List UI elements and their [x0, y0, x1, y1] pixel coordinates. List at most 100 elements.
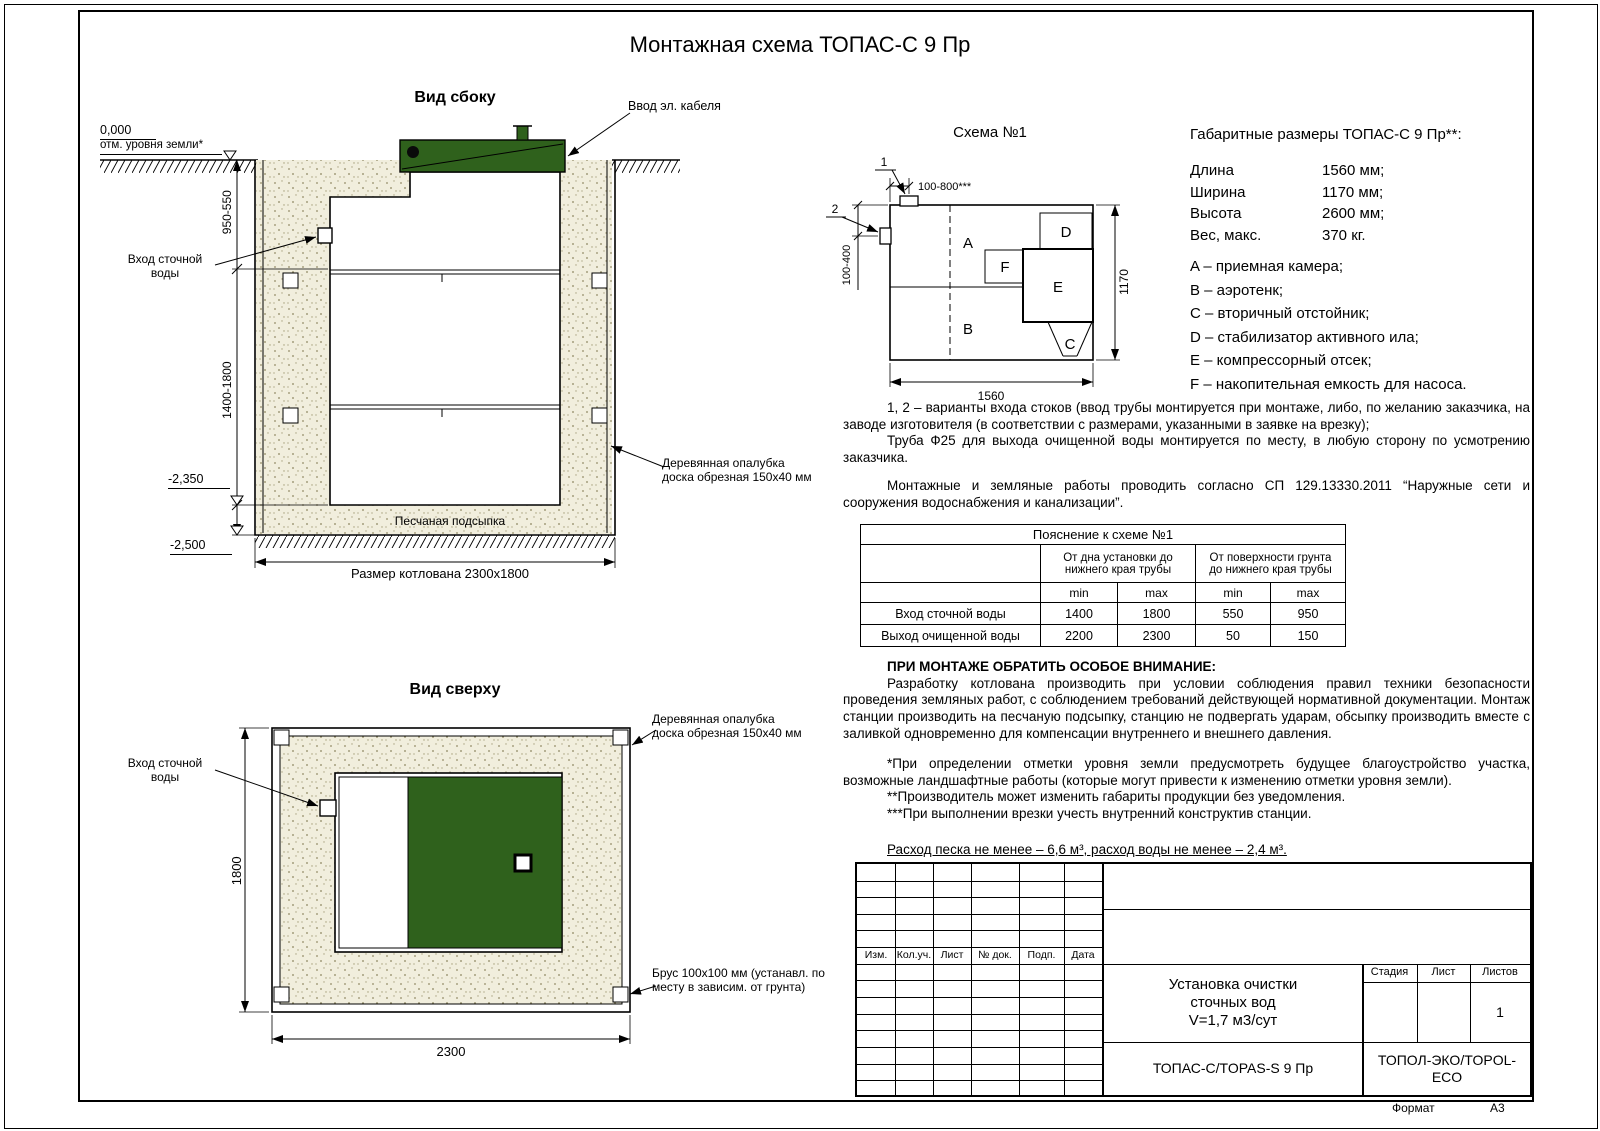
sheet-outer-border — [4, 4, 1598, 1129]
attention-body: Разработку котлована производить при усл… — [843, 675, 1530, 741]
tb-project-title: Установка очистки сточных вод V=1,7 м3/с… — [1104, 964, 1362, 1042]
col-group-from-surface: От поверхности грунта до нижнего края тр… — [1195, 544, 1346, 583]
side-formwork-label: Деревянная опалубка доска обрезная 150х4… — [662, 456, 812, 485]
row-label: Выход очищенной воды — [860, 624, 1041, 647]
dim-label: Ширина — [1190, 183, 1246, 201]
table-row: Вход сточной воды 1400 1800 550 950 — [860, 602, 1346, 625]
scheme-title: Схема №1 — [953, 124, 1027, 141]
top-view-title: Вид сверху — [409, 681, 501, 698]
page-title: Монтажная схема ТОПАС-С 9 Пр — [629, 32, 971, 57]
attention-block: ПРИ МОНТАЖЕ ОБРАТИТЬ ОСОБОЕ ВНИМАНИЕ: Ра… — [843, 659, 1530, 743]
cell: 2200 — [1040, 624, 1118, 647]
dim-2300: 2300 — [436, 1044, 466, 1059]
dim-value: 1170 мм; — [1322, 183, 1384, 201]
scheme-body — [879, 195, 1094, 361]
table-corner-cell — [860, 544, 1041, 583]
level-2500-label: -2,500 — [170, 538, 232, 555]
table-row: Выход очищенной воды 2200 2300 50 150 — [860, 624, 1346, 647]
compartment-d: D — [1061, 224, 1072, 241]
dim-1800: 1800 — [229, 856, 245, 886]
scheme-dim-1560: 1560 — [978, 389, 1005, 403]
top-formwork-label: Деревянная опалубка доска обрезная 150х4… — [652, 712, 802, 741]
tank-plan — [319, 772, 563, 953]
explanation-table: Пояснение к схеме №1 От дна установки до… — [860, 524, 1346, 647]
legend-item: F – накопительная емкость для насоса. — [1190, 375, 1467, 393]
note-pipe: Труба Ф25 для выхода очищенной воды монт… — [843, 433, 1530, 466]
compartment-f: F — [1000, 259, 1009, 276]
footnote-3: ***При выполнении врезки учесть внутренн… — [887, 806, 1312, 822]
legend-item: A – приемная камера; — [1190, 258, 1344, 275]
title-block: Изм. Кол.уч. Лист № док. Подп. Дата Стад… — [855, 862, 1532, 1097]
top-view-leaders — [214, 729, 657, 995]
min-header: min — [1040, 582, 1118, 603]
overall-dims-title: Габаритные размеры ТОПАС-С 9 Пр**: — [1190, 126, 1462, 143]
zero-level-label: 0,000 — [100, 123, 156, 140]
beam-label: Брус 100х100 мм (устанавл. по месту в за… — [652, 966, 825, 995]
top-inlet-label: Вход сточной воды — [127, 756, 203, 785]
empty-cell — [860, 582, 1041, 603]
cell: 550 — [1195, 602, 1271, 625]
scheme-inlet-2 — [879, 227, 892, 245]
scheme-dim-labels: 1560 1170 100-800*** 100-400 1 2 — [832, 155, 1131, 403]
dim-row: Длина 1560 мм; — [1190, 160, 1535, 182]
top-view-dimensions — [239, 727, 631, 1044]
table-title: Пояснение к схеме №1 — [860, 524, 1346, 545]
dim-value: 1560 мм; — [1322, 162, 1385, 179]
footnotes-block: *При определении отметки уровня земли пр… — [843, 756, 1530, 823]
footnote-1: *При определении отметки уровня земли пр… — [843, 756, 1530, 788]
compartment-a: A — [963, 235, 973, 252]
dim-value: 2600 мм; — [1322, 205, 1385, 222]
format-label: Формат — [1392, 1101, 1435, 1115]
compartment-e: E — [1053, 279, 1063, 296]
note-works: Монтажные и земляные работы проводить со… — [843, 478, 1530, 510]
dim-label: Высота — [1190, 205, 1242, 222]
note-variants: 1, 2 – варианты входа стоков (ввод трубы… — [843, 400, 1530, 432]
tb-col-list: Лист — [940, 949, 964, 962]
legend-item: C – вторичный отстойник; — [1190, 305, 1370, 322]
inlet-pipe-plan — [319, 799, 337, 817]
consumption-block: Расход песка не менее – 6,6 м³, расход в… — [843, 842, 1530, 859]
level-2350-label: -2,350 — [168, 472, 230, 489]
tb-sheets-value: 1 — [1496, 1003, 1504, 1020]
tb-stage-header: Стадия — [1370, 966, 1409, 979]
side-view-dimensions — [223, 150, 616, 568]
legend-item: E – компрессорный отсек; — [1190, 352, 1372, 369]
compartment-c: C — [1065, 336, 1076, 353]
max-header: max — [1117, 582, 1196, 603]
overall-dims-list: Длина 1560 мм; Ширина 1170 мм; Высота 2600 … — [1190, 160, 1535, 246]
tb-sheet-header: Лист — [1431, 966, 1456, 979]
dim-row: Ширина 1170 мм; — [1190, 182, 1535, 204]
tb-col-doc: № док. — [978, 949, 1012, 962]
notes-block: 1, 2 – варианты входа стоков (ввод трубы… — [843, 400, 1530, 467]
cell: 1400 — [1040, 602, 1118, 625]
attention-title: ПРИ МОНТАЖЕ ОБРАТИТЬ ОСОБОЕ ВНИМАНИЕ: — [887, 659, 1217, 674]
sheet-frame — [78, 10, 1534, 1102]
dim-label: Длина — [1190, 162, 1234, 179]
tb-col-izm: Изм. — [864, 949, 888, 962]
dim-row: Высота 2600 мм; — [1190, 203, 1535, 225]
cable-entry-label: Ввод эл. кабеля — [628, 99, 721, 113]
tb-sheets-header: Листов — [1482, 966, 1518, 979]
manhole-cap — [407, 146, 419, 158]
dim-value: 370 кг. — [1322, 226, 1366, 244]
tb-col-data: Дата — [1071, 949, 1095, 962]
consumption-note: Расход песка не менее – 6,6 м³, расход в… — [887, 842, 1287, 857]
scheme-drawing: A B F D E C — [826, 155, 1131, 403]
format-value: А3 — [1490, 1101, 1505, 1115]
scheme-dimensions — [826, 169, 1120, 387]
scheme-dim-100-800: 100-800*** — [918, 181, 972, 193]
tb-col-podp: Подп. — [1027, 949, 1056, 962]
cell: 950 — [1270, 602, 1346, 625]
cell: 2300 — [1117, 624, 1196, 647]
tb-project-line: сточных вод — [1190, 994, 1276, 1011]
tb-company: ТОПОЛ-ЭКО/TOPOL-ECO — [1377, 1051, 1517, 1085]
scheme-inlet-1 — [899, 195, 919, 207]
pit-size-label: Размер котлована 2300х1800 — [350, 566, 530, 581]
tb-col-koluch: Кол.уч. — [896, 949, 932, 962]
cell: 150 — [1270, 624, 1346, 647]
row-label: Вход сточной воды — [860, 602, 1041, 625]
legend-item: D – стабилизатор активного ила; — [1190, 328, 1419, 346]
side-view-leaders — [214, 112, 665, 468]
vent-stack — [516, 125, 529, 141]
side-view-title: Вид сбоку — [414, 89, 496, 106]
